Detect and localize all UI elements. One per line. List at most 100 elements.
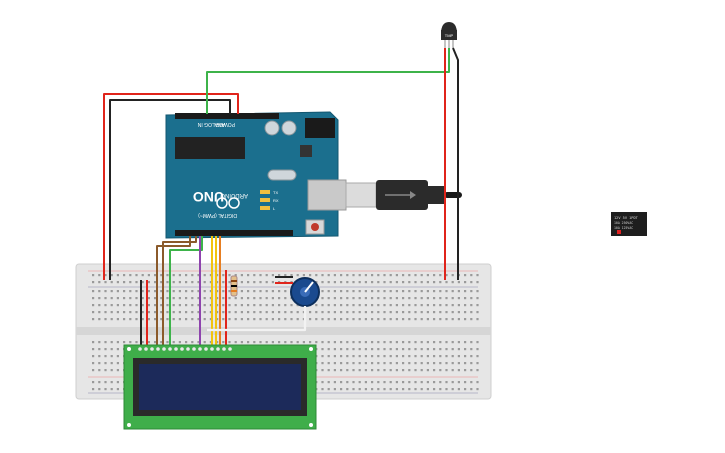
breadboard-hole bbox=[389, 304, 392, 307]
breadboard-hole bbox=[445, 362, 448, 365]
breadboard-hole bbox=[247, 341, 250, 344]
lcd-pin bbox=[222, 347, 226, 351]
breadboard-hole bbox=[420, 388, 423, 391]
breadboard-hole bbox=[197, 281, 200, 284]
breadboard-hole bbox=[191, 311, 194, 314]
breadboard-hole bbox=[203, 290, 206, 293]
breadboard-hole bbox=[383, 341, 386, 344]
breadboard-hole bbox=[321, 355, 324, 358]
breadboard-hole bbox=[451, 304, 454, 307]
breadboard-hole bbox=[228, 318, 231, 321]
wire-black-sensor[interactable] bbox=[452, 47, 459, 280]
breadboard-hole bbox=[265, 318, 268, 321]
breadboard-hole bbox=[209, 304, 212, 307]
breadboard-hole bbox=[271, 318, 274, 321]
breadboard-hole bbox=[476, 362, 479, 365]
breadboard-hole bbox=[333, 281, 336, 284]
breadboard-hole bbox=[265, 311, 268, 314]
breadboard-hole bbox=[92, 297, 95, 300]
breadboard-hole bbox=[408, 381, 411, 384]
power-jack[interactable] bbox=[305, 118, 335, 138]
breadboard-hole bbox=[203, 318, 206, 321]
relay[interactable]: 12V 5V 1PDT 10A 250VAC 10A 125VAC bbox=[611, 212, 647, 236]
breadboard-hole bbox=[433, 290, 436, 293]
usb-port[interactable] bbox=[307, 179, 347, 211]
breadboard-hole bbox=[457, 369, 460, 372]
resistor[interactable] bbox=[230, 275, 238, 297]
breadboard-hole bbox=[315, 318, 318, 321]
breadboard-hole bbox=[116, 362, 119, 365]
temperature-sensor[interactable]: TMP bbox=[441, 22, 457, 48]
breadboard-hole bbox=[470, 355, 473, 358]
breadboard-hole bbox=[408, 274, 411, 277]
usb-cable[interactable] bbox=[345, 180, 462, 210]
breadboard-hole bbox=[92, 348, 95, 351]
breadboard-hole bbox=[154, 341, 157, 344]
wire-green-sensor[interactable] bbox=[206, 48, 450, 114]
breadboard-hole bbox=[259, 304, 262, 307]
breadboard-hole bbox=[395, 348, 398, 351]
breadboard-hole bbox=[395, 304, 398, 307]
digital-header[interactable] bbox=[175, 230, 293, 236]
breadboard-hole bbox=[457, 304, 460, 307]
wire-red-5v[interactable] bbox=[103, 93, 239, 280]
power-header-label: POWER bbox=[216, 121, 235, 127]
breadboard-hole bbox=[364, 369, 367, 372]
wire-brown-lcd-2[interactable] bbox=[162, 236, 197, 345]
breadboard-hole bbox=[358, 311, 361, 314]
breadboard-hole bbox=[402, 348, 405, 351]
breadboard-hole bbox=[346, 311, 349, 314]
breadboard-hole bbox=[439, 290, 442, 293]
breadboard-hole bbox=[371, 381, 374, 384]
breadboard-hole bbox=[352, 311, 355, 314]
wire-green-lcd[interactable] bbox=[169, 236, 203, 345]
breadboard-hole bbox=[110, 290, 113, 293]
breadboard-hole bbox=[172, 281, 175, 284]
breadboard-hole bbox=[166, 311, 169, 314]
breadboard-hole bbox=[160, 341, 163, 344]
breadboard-hole bbox=[433, 311, 436, 314]
capacitor bbox=[281, 120, 297, 136]
breadboard-hole bbox=[364, 318, 367, 321]
breadboard-hole bbox=[389, 311, 392, 314]
breadboard-hole bbox=[321, 311, 324, 314]
breadboard-hole bbox=[445, 281, 448, 284]
breadboard-hole bbox=[408, 304, 411, 307]
breadboard-hole bbox=[340, 304, 343, 307]
lcd-pin bbox=[168, 347, 172, 351]
breadboard-hole bbox=[358, 362, 361, 365]
breadboard-hole bbox=[408, 341, 411, 344]
breadboard-hole bbox=[135, 341, 138, 344]
breadboard-hole bbox=[166, 318, 169, 321]
potentiometer[interactable] bbox=[290, 277, 320, 307]
breadboard-hole bbox=[451, 362, 454, 365]
wire-black-gnd[interactable] bbox=[109, 99, 231, 280]
breadboard-hole bbox=[98, 281, 101, 284]
breadboard-hole bbox=[172, 318, 175, 321]
breadboard-hole bbox=[408, 297, 411, 300]
breadboard-hole bbox=[197, 290, 200, 293]
breadboard-hole bbox=[333, 348, 336, 351]
breadboard-hole bbox=[420, 290, 423, 293]
wire-white-pot[interactable] bbox=[207, 306, 307, 332]
lcd-16x2[interactable] bbox=[123, 344, 317, 430]
power-analog-header[interactable] bbox=[175, 113, 265, 119]
breadboard-hole bbox=[104, 362, 107, 365]
breadboard-hole bbox=[457, 281, 460, 284]
breadboard-hole bbox=[135, 311, 138, 314]
breadboard-hole bbox=[402, 281, 405, 284]
breadboard-hole bbox=[340, 388, 343, 391]
breadboard-hole bbox=[377, 290, 380, 293]
breadboard-hole bbox=[191, 274, 194, 277]
arduino-uno-board[interactable]: ANALOG IN POWER DIGITAL (PWM~) UNO ARDUI… bbox=[165, 111, 347, 239]
breadboard-hole bbox=[110, 341, 113, 344]
breadboard-hole bbox=[327, 318, 330, 321]
breadboard-hole bbox=[426, 341, 429, 344]
breadboard-hole bbox=[154, 274, 157, 277]
breadboard-hole bbox=[203, 281, 206, 284]
reset-button-cap[interactable] bbox=[311, 223, 319, 231]
breadboard-hole bbox=[414, 341, 417, 344]
breadboard-hole bbox=[451, 341, 454, 344]
breadboard-hole bbox=[470, 341, 473, 344]
